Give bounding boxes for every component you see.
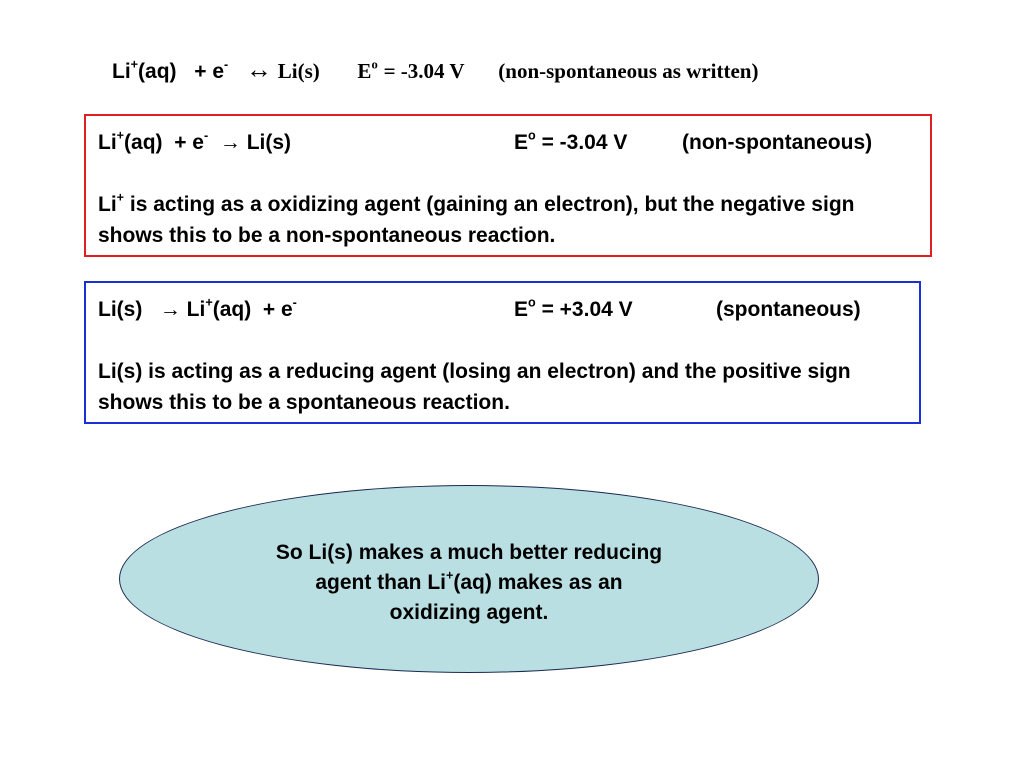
red-note: (non-spontaneous): [682, 131, 873, 154]
red-e-symbol: E: [514, 131, 529, 154]
red-box-equation: Li+(aq) + e- → Li(s) Eo = -3.04 V (non-s…: [98, 128, 920, 158]
red-plus-e: + e: [174, 131, 204, 154]
conclusion-line-2: agent than Li+(aq) makes as an: [120, 568, 818, 598]
conclusion-line-3: oxidizing agent.: [389, 601, 549, 624]
blue-box-equation: Li(s) → Li+(aq) + e- Eo = +3.04 V (spont…: [98, 295, 909, 325]
blue-minus-sup: -: [292, 295, 297, 310]
red-minus-sup: -: [203, 128, 209, 143]
header-product: Li(s): [277, 59, 320, 83]
conclusion-line-2-sup: +: [446, 568, 454, 583]
red-desc-li: Li: [98, 193, 117, 216]
header-value: = -3.04 V: [383, 59, 465, 83]
header-e-symbol: E: [357, 59, 372, 83]
red-plus-sup: +: [116, 128, 125, 143]
blue-desc-text: Li(s) is acting as a reducing agent (los…: [98, 360, 851, 414]
header-plus-e: + e: [194, 60, 224, 83]
blue-plus-sup: +: [205, 295, 213, 310]
red-box-description: Li+ is acting as a oxidizing agent (gain…: [98, 189, 916, 251]
blue-note: (spontaneous): [716, 298, 861, 321]
red-desc-text: is acting as a oxidizing agent (gaining …: [98, 193, 855, 247]
conclusion-text: So Li(s) makes a much better reducing ag…: [120, 538, 818, 628]
conclusion-line-2-post: (aq) makes as an: [453, 571, 623, 594]
red-value: = -3.04 V: [541, 131, 628, 154]
conclusion-oval: So Li(s) makes a much better reducing ag…: [119, 485, 819, 673]
blue-e-symbol: E: [514, 298, 529, 321]
header-li: Li: [112, 60, 131, 83]
header-equation: Li+(aq) + e- ↔ Li(s) Eo = -3.04 V (non-s…: [112, 54, 758, 87]
blue-o-sup: o: [528, 295, 536, 310]
header-plus-sup: +: [130, 57, 139, 72]
oxidizing-agent-box: Li+(aq) + e- → Li(s) Eo = -3.04 V (non-s…: [84, 114, 932, 257]
blue-box-description: Li(s) is acting as a reducing agent (los…: [98, 356, 905, 418]
red-aq: (aq): [124, 131, 163, 154]
header-minus-sup: -: [224, 57, 229, 72]
header-note: (non-spontaneous as written): [498, 59, 759, 83]
conclusion-line-2-pre: agent than Li: [315, 571, 447, 594]
red-o-sup: o: [528, 128, 536, 143]
blue-arrow-li: → Li: [159, 298, 206, 321]
reducing-agent-box: Li(s) → Li+(aq) + e- Eo = +3.04 V (spont…: [84, 281, 921, 424]
header-o-sup: o: [371, 57, 378, 72]
blue-reactant: Li(s): [98, 298, 143, 321]
red-li: Li: [98, 131, 117, 154]
blue-aq: (aq): [212, 298, 252, 321]
header-double-arrow: ↔: [245, 54, 272, 84]
blue-value: = +3.04 V: [541, 298, 633, 321]
conclusion-line-1: So Li(s) makes a much better reducing: [275, 541, 663, 564]
red-desc-sup: +: [116, 190, 125, 205]
blue-plus-e: + e: [262, 298, 293, 321]
red-arrow-product: → Li(s): [219, 131, 292, 154]
header-aq: (aq): [138, 60, 177, 83]
